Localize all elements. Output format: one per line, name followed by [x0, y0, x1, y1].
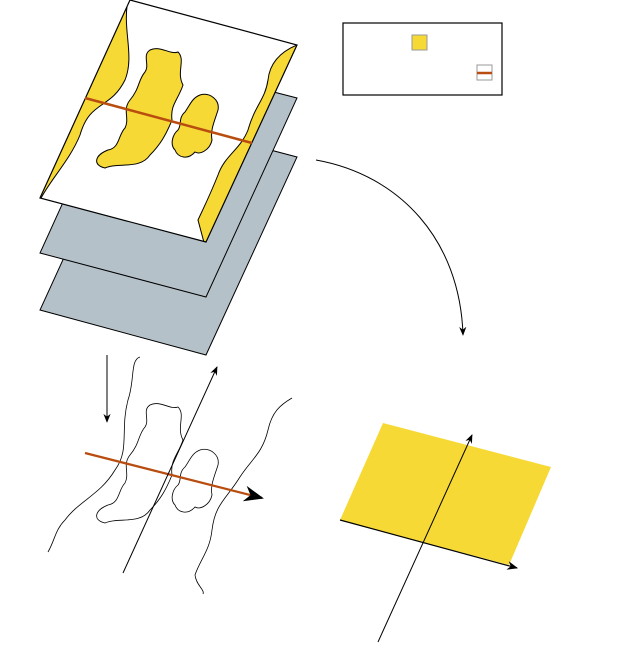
- yellow-square-swatch: [411, 34, 428, 51]
- region-blob-1: [96, 48, 184, 169]
- orange-line-swatch: [476, 64, 493, 81]
- profile-arrow: [84, 451, 264, 502]
- transform-arrow: [315, 159, 467, 336]
- profile-line: [84, 96, 253, 145]
- contour-lines: [47, 356, 293, 595]
- region-blob-2: [171, 93, 219, 158]
- legend: [342, 22, 503, 96]
- axis-arrow-right-x: [339, 519, 519, 570]
- axis-arrow-left: [122, 366, 218, 574]
- axis-arrow-right-y: [377, 434, 473, 643]
